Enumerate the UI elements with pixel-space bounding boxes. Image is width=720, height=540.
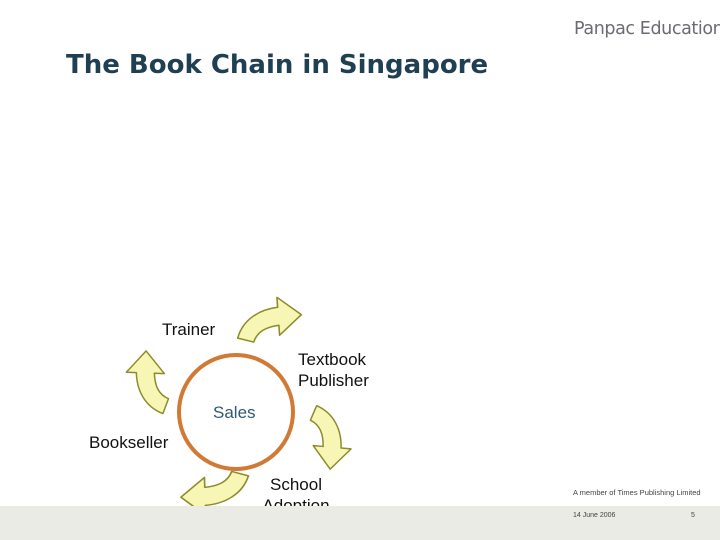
node-school-adoption-line1: School [270,475,322,494]
node-textbook-publisher: Textbook Publisher [298,349,369,391]
footer-page-number: 5 [691,512,695,519]
arrow-trainer-to-publisher [234,294,304,344]
slide-title: The Book Chain in Singapore [66,50,489,80]
sales-center-circle [177,353,295,471]
node-trainer: Trainer [162,320,216,339]
node-textbook-publisher-line1: Textbook [298,350,367,369]
arrow-publisher-to-adoption [305,404,356,472]
footer-date: 14 June 2006 [573,512,616,519]
center-label-sales: Sales [213,403,256,422]
arrow-bookseller-to-trainer [124,349,171,415]
footer-band [0,506,720,540]
node-bookseller: Bookseller [89,433,169,452]
brand-logo: Panpac Education [574,19,720,39]
footer-member-text: A member of Times Publishing Limited [573,488,701,497]
node-textbook-publisher-line2: Publisher [298,371,369,390]
